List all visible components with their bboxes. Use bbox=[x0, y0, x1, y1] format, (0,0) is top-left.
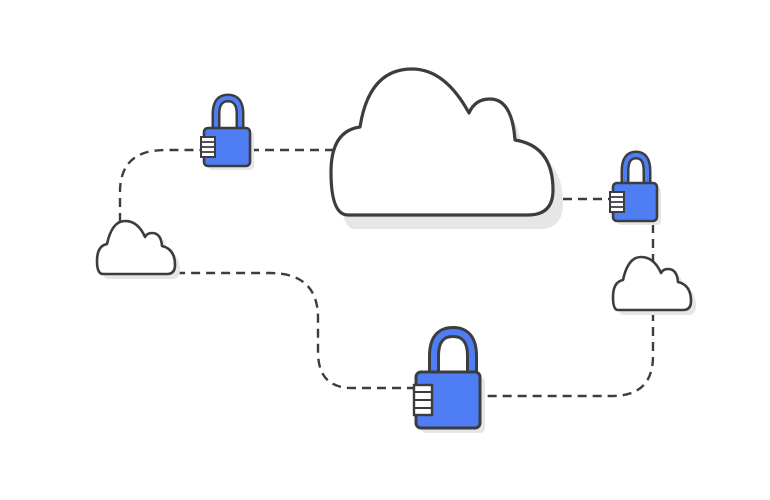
lock-top-left bbox=[200, 93, 254, 170]
cloud-icon bbox=[95, 219, 180, 279]
lock-dial-ridges bbox=[414, 391, 432, 409]
connection-right-cloud-to-lock-bottom bbox=[480, 312, 655, 398]
lock-shackle-inner bbox=[623, 152, 649, 187]
lock-shackle-inner bbox=[214, 95, 242, 132]
cloud-icon bbox=[329, 67, 563, 229]
lock-bottom bbox=[412, 325, 485, 433]
cloud-right-outline bbox=[611, 255, 693, 312]
cloud-left-outline bbox=[95, 219, 177, 276]
lock-dial-ridges bbox=[610, 196, 624, 208]
padlock-icon bbox=[412, 325, 485, 433]
lock-shackle-inner bbox=[431, 328, 475, 376]
cloud-icon bbox=[611, 255, 696, 315]
lock-right bbox=[609, 150, 661, 225]
connection-left-cloud-to-lock-top-left bbox=[118, 148, 204, 222]
padlock-icon bbox=[200, 93, 254, 170]
cloud-main-outline bbox=[329, 67, 555, 217]
padlock-icon bbox=[609, 150, 661, 225]
connection-lines bbox=[118, 148, 655, 398]
cloud-left bbox=[95, 219, 180, 279]
connection-lock-bottom-to-left-cloud bbox=[178, 271, 416, 390]
cloud-right bbox=[611, 255, 696, 315]
lock-dial-ridges bbox=[201, 141, 215, 153]
cloud-main bbox=[329, 67, 563, 229]
